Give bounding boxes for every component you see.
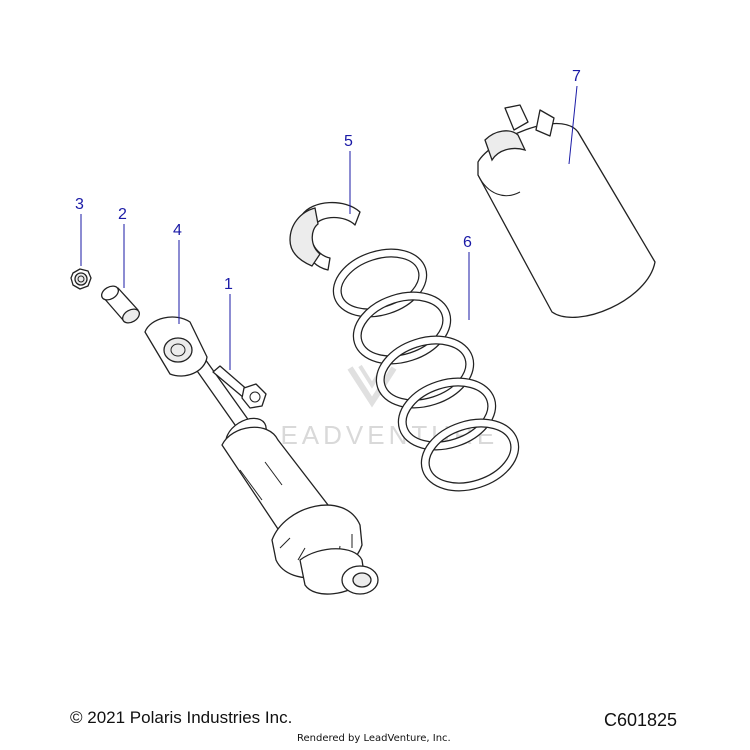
callout-3: 3 xyxy=(75,196,84,213)
shock-cover-part xyxy=(477,104,656,318)
bushing-part xyxy=(100,285,141,324)
callout-7: 7 xyxy=(572,68,581,85)
copyright-notice: © 2021 Polaris Industries Inc. xyxy=(70,708,293,727)
callout-5: 5 xyxy=(344,133,353,150)
bolt-part xyxy=(212,365,267,409)
callout-numbers: 3 2 4 1 5 6 7 xyxy=(75,68,581,293)
leader-lines xyxy=(80,85,578,370)
figure-id: C601825 xyxy=(604,710,678,730)
nut-part xyxy=(70,268,92,290)
rendered-by-credit: Rendered by LeadVenture, Inc. xyxy=(297,733,451,744)
callout-6: 6 xyxy=(463,234,472,251)
callout-2: 2 xyxy=(118,206,127,223)
spring-retainer-part xyxy=(289,201,361,271)
callout-1: 1 xyxy=(224,276,233,293)
shock-absorber-part xyxy=(144,316,379,595)
coil-spring-part xyxy=(332,248,520,492)
callout-4: 4 xyxy=(173,222,182,239)
leader-line-7 xyxy=(568,85,578,165)
